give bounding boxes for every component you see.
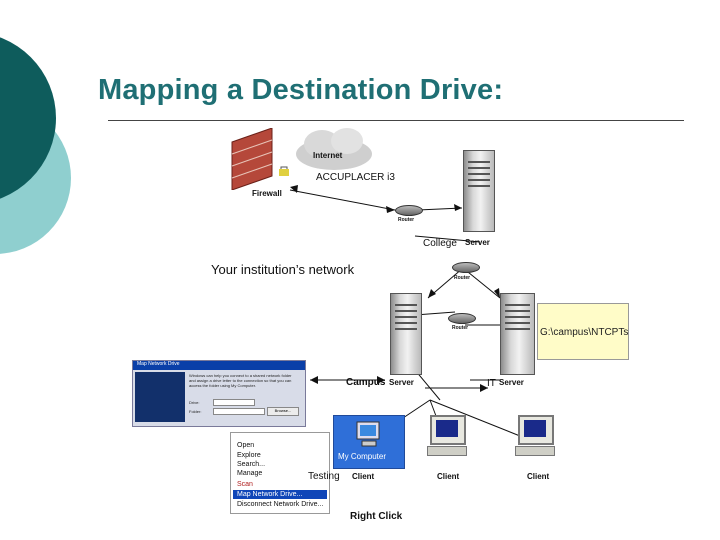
client-label: Client [527,472,550,481]
folder-input[interactable] [213,408,265,415]
accuplacer-label: ACCUPLACER i3 [316,172,395,183]
internet-label: Internet [313,151,343,160]
firewall-label: Firewall [252,189,282,198]
testing-label: Testing [308,471,340,482]
it-server-icon [500,293,535,375]
menu-item-scan[interactable]: Scan [237,481,253,488]
context-menu: Open Explore Search... Manage Scan Map N… [230,432,330,514]
router-label: Router [454,275,471,281]
slide-title: Mapping a Destination Drive: [98,74,504,106]
client-monitor-icon [430,415,466,445]
router-label: Router [452,325,469,331]
padlock-icon [279,166,289,176]
router-icon [395,205,423,216]
map-drive-dialog: Map Network Drive Windows can help you c… [132,360,306,427]
campus-server-icon [390,293,422,375]
menu-item-open[interactable]: Open [237,442,255,449]
campus-server-label: Server [389,378,414,387]
drive-label: Drive: [189,400,200,405]
dialog-body: Windows can help you connect to a shared… [189,373,292,388]
menu-item-explore[interactable]: Explore [237,452,261,459]
router-icon [452,262,480,273]
dialog-side-image [135,372,185,422]
menu-item-search[interactable]: Search... [237,461,266,468]
browse-button[interactable]: Browse... [267,407,299,416]
client-label: Client [437,472,460,481]
client-base [515,446,555,456]
menu-highlight [233,490,327,499]
college-server-label: Server [465,238,490,247]
network-label: Your institution’s network [211,262,355,277]
internet-cloud-icon [296,128,372,170]
right-click-label: Right Click [350,511,403,522]
college-server-icon [463,150,495,232]
firewall-icon [231,128,273,190]
router-icon [448,313,476,324]
campus-label: Campus [346,377,386,388]
my-computer-label: My Computer [338,452,387,461]
title-divider [108,120,684,121]
client-base [427,446,467,456]
dialog-title: Map Network Drive [133,361,305,370]
my-computer-tile[interactable]: My Computer [333,415,405,469]
path-label: G:\campus\NTCPTs [540,327,629,338]
menu-item-manage[interactable]: Manage [237,470,263,477]
menu-item-disconnect[interactable]: Disconnect Network Drive... [237,501,324,508]
college-label: College [423,238,457,249]
it-server-label: Server [499,378,524,387]
decorative-circles [0,37,71,254]
client-label: Client [352,472,375,481]
router-label: Router [398,217,415,223]
my-computer-icon [356,421,380,447]
menu-item-map-network-drive[interactable]: Map Network Drive... [237,491,303,498]
drive-select[interactable] [213,399,255,406]
path-callout: G:\campus\NTCPTs [537,303,629,360]
it-label: IT [487,378,496,389]
client-monitor-icon [518,415,554,445]
folder-label: Folder: [189,409,202,414]
